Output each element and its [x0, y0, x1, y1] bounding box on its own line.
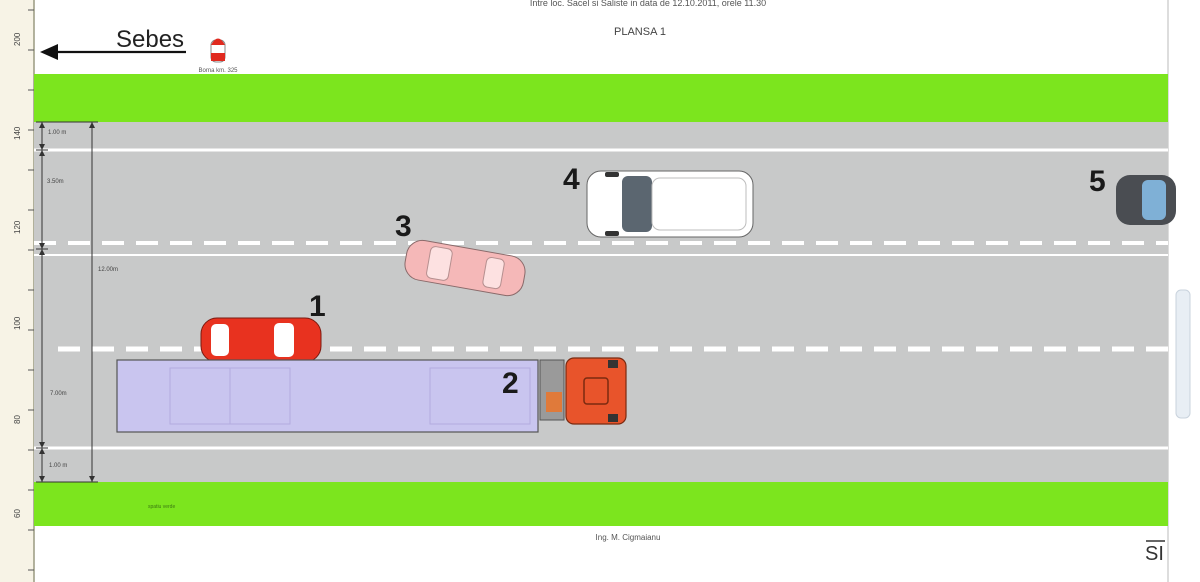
vehicle-1-car[interactable]	[200, 317, 322, 363]
direction-label: Sebes	[116, 26, 184, 53]
ruler-label-140: 140	[13, 126, 22, 140]
vehicle-4-windshield	[622, 176, 652, 232]
vehicle-2-number: 2	[502, 367, 519, 400]
footer-author: Ing. M. Cigmaianu	[596, 533, 661, 542]
vehicle-3-car[interactable]	[402, 238, 527, 298]
scroll-thumb[interactable]	[1175, 289, 1191, 419]
vehicle-2-trailer-frame	[169, 367, 531, 425]
vehicle-4-van[interactable]	[586, 170, 754, 238]
vehicle-4-number: 4	[563, 163, 580, 196]
dim-total-width: 12.00m	[98, 267, 118, 273]
dim-top-shoulder: 1.00 m	[48, 130, 66, 136]
plan-title: PLANSA 1	[614, 26, 666, 38]
vehicle-5-car[interactable]	[1116, 175, 1176, 225]
ruler-label-120: 120	[13, 220, 22, 234]
vehicle-2-mirror-top	[608, 360, 618, 368]
vehicle-5-number: 5	[1089, 165, 1106, 198]
vehicle-2-mirror-bottom	[608, 414, 618, 422]
dimension-arrowheads	[39, 122, 95, 482]
ruler-label-80: 80	[13, 415, 22, 424]
dim-bottom-shoulder: 1.00 m	[49, 463, 67, 469]
ruler-label-100: 100	[13, 316, 22, 330]
grass-strip-top	[34, 74, 1168, 122]
vehicle-2-fuel-tank	[546, 392, 562, 412]
footer-logo: SI	[1145, 543, 1164, 565]
vehicle-4-roof	[651, 177, 747, 231]
vehicle-4-mirror-bottom	[605, 231, 619, 236]
vehicle-1-rear-window	[211, 324, 229, 356]
ruler-strip	[0, 0, 34, 582]
dimension-lines	[36, 121, 98, 483]
km-marker-label: Borna km. 325	[198, 68, 238, 74]
vehicle-5-windshield	[1142, 180, 1166, 220]
vehicle-3-rear-window	[482, 256, 505, 290]
vehicle-4-body	[586, 170, 754, 238]
vehicle-4-mirror-top	[605, 172, 619, 177]
vehicle-1-number: 1	[309, 290, 326, 323]
direction-arrow-head	[40, 44, 58, 60]
dim-right-lanes: 7.00m	[50, 391, 67, 397]
vehicle-2-cab-roof	[583, 377, 609, 405]
vehicle-3-number: 3	[395, 210, 412, 243]
vehicle-2-truck[interactable]	[116, 357, 627, 433]
vehicle-2-cab	[565, 357, 627, 425]
ruler-label-200: 200	[13, 32, 22, 46]
dim-left-lane: 3.50m	[47, 179, 64, 185]
ruler-label-60: 60	[13, 509, 22, 518]
vehicle-3-windshield	[426, 246, 453, 281]
ruler-ticks	[28, 9, 34, 571]
km-marker-icon	[210, 38, 226, 63]
vehicle-2-trailer	[116, 359, 539, 433]
grass-label: spatiu verde	[148, 504, 175, 510]
vehicle-1-windshield	[274, 323, 294, 357]
header-top-line: Intre loc. Sacel si Saliste in data de 1…	[530, 0, 766, 8]
grass-strip-bottom	[34, 482, 1168, 526]
